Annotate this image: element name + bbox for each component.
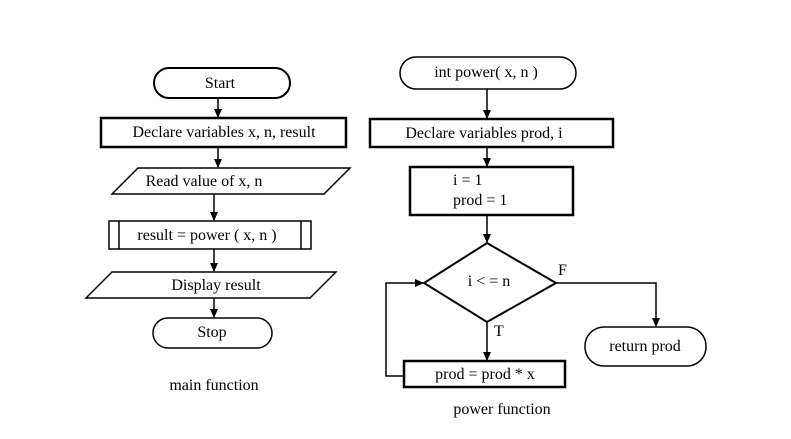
power-condition-label: i < = n <box>467 273 511 290</box>
power-function-flowchart <box>368 56 707 389</box>
main-call-subroutine <box>108 220 312 250</box>
power-update-process <box>402 359 567 389</box>
power-function-caption: power function <box>453 401 551 418</box>
power-return-label: return prod <box>609 338 681 355</box>
power-header-label: int power( x, n ) <box>434 64 538 81</box>
main-call-label: result = power ( x, n ) <box>137 227 277 244</box>
main-read-label: Read value of x, n <box>145 173 263 190</box>
power-true-label: T <box>494 323 504 340</box>
power-connectors <box>385 89 660 377</box>
main-declare-process <box>99 116 348 149</box>
main-function-caption: main function <box>169 377 259 394</box>
main-read-input <box>110 167 352 195</box>
main-connectors <box>210 98 222 318</box>
power-return-terminal <box>584 326 707 367</box>
main-stop-terminal <box>152 317 273 349</box>
power-init-line2: prod = 1 <box>453 192 508 209</box>
power-declare-process <box>368 117 615 149</box>
power-false-label: F <box>558 262 567 279</box>
main-declare-label: Declare variables x, n, result <box>132 124 316 141</box>
main-start-terminal <box>153 67 291 99</box>
power-update-label: prod = prod * x <box>435 366 535 383</box>
power-declare-label: Declare variables prod, i <box>405 125 563 142</box>
main-display-label: Display result <box>171 277 261 294</box>
main-start-label: Start <box>204 75 236 92</box>
power-header-terminal <box>399 56 577 90</box>
power-init-process <box>408 165 575 217</box>
power-init-line1: i = 1 <box>453 172 483 189</box>
main-display-output <box>84 271 338 299</box>
main-function-flowchart <box>84 67 352 349</box>
main-stop-label: Stop <box>197 324 227 341</box>
